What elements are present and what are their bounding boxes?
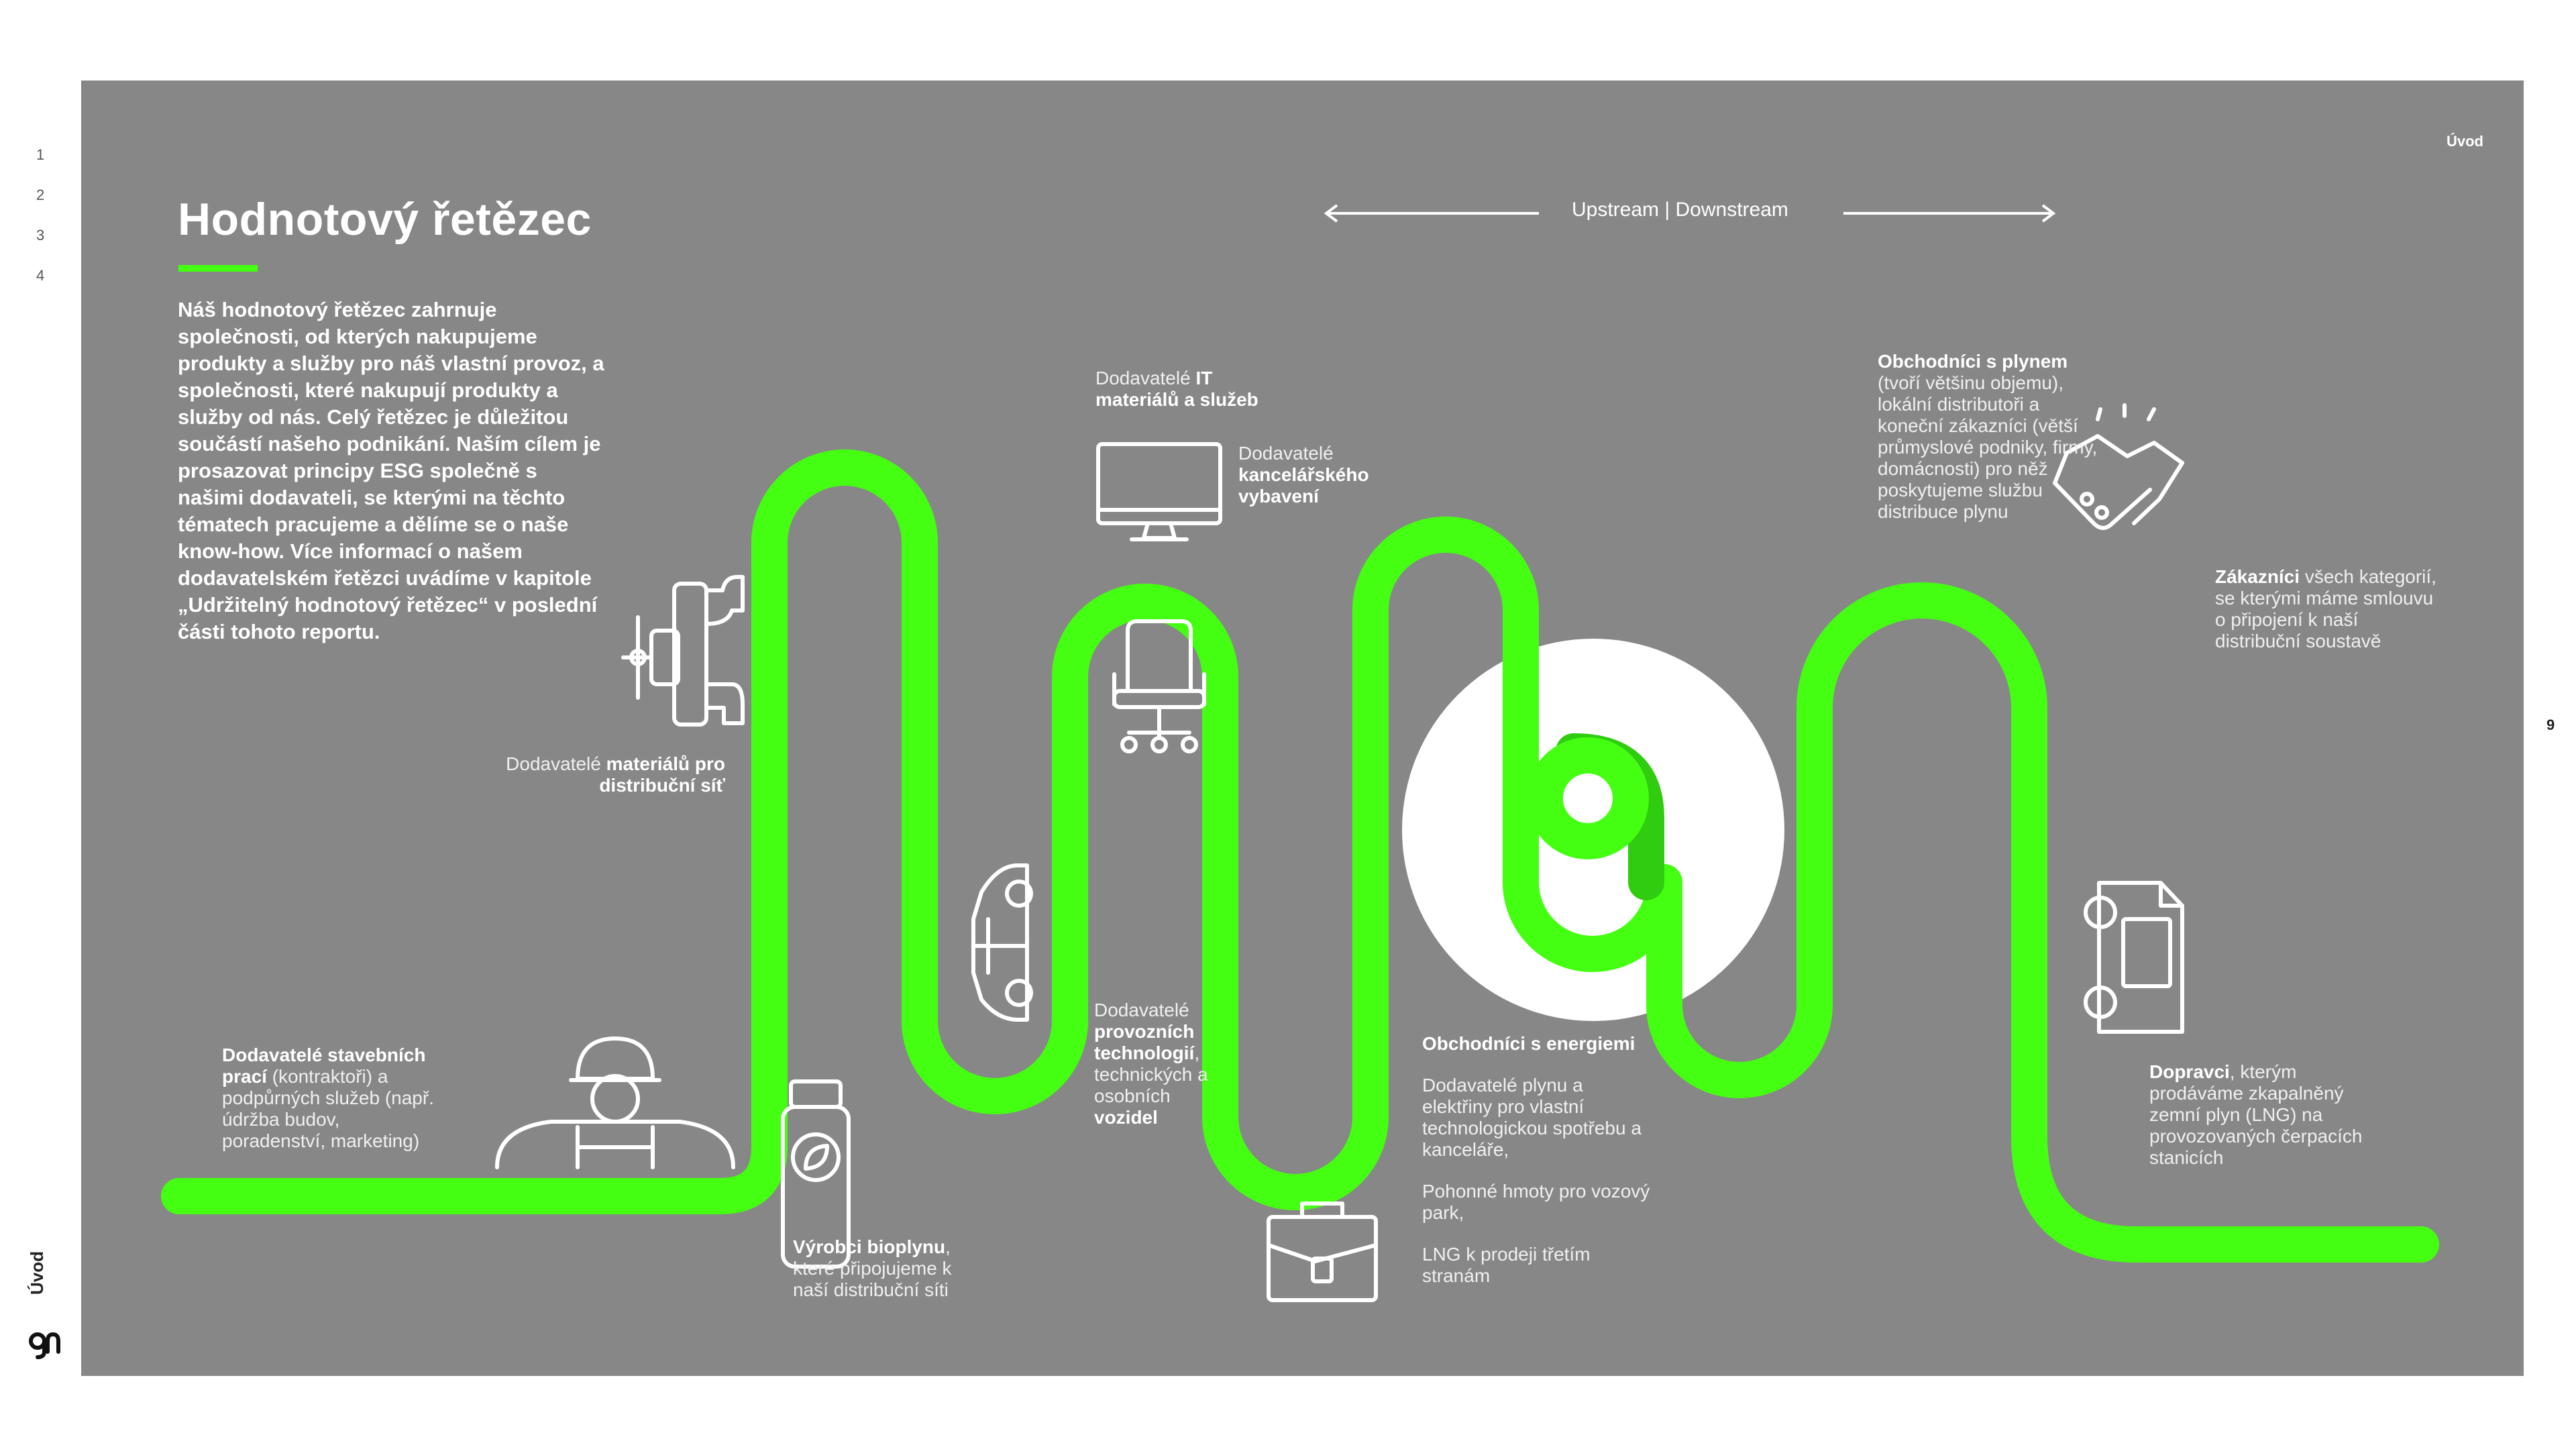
construction-worker-icon	[495, 1036, 735, 1169]
label-gas-traders: Obchodníci s plynem (tvoří většinu objem…	[1878, 351, 2098, 522]
label-biogas-producers: Výrobci bioplynu, které připojujeme k na…	[793, 1236, 952, 1300]
label-distribution-materials: Dodavatelé materiálů pro distribuční síť	[506, 753, 725, 796]
label-energy-traders: Obchodníci s energiemi Dodavatelé plynu …	[1422, 1033, 1650, 1286]
label-carriers: Dopravci, kterým prodáváme zkapalněný ze…	[2149, 1061, 2363, 1168]
content-panel: Úvod Hodnotový řetězec Náš hodnotový řet…	[81, 81, 2524, 1376]
biogas-cylinder-icon	[781, 1079, 851, 1269]
upstream-arrow	[1324, 204, 1539, 223]
car-icon	[971, 863, 1033, 1022]
nav-page-3[interactable]: 3	[36, 227, 45, 244]
lng-station-icon	[2084, 881, 2184, 1034]
energy-item-2: Pohonné hmoty pro vozový park,	[1422, 1181, 1650, 1223]
office-chair-icon	[1112, 619, 1206, 753]
side-section-label: Úvod	[27, 1251, 47, 1295]
page-number: 9	[2546, 716, 2555, 733]
value-chain-diagram	[161, 204, 2439, 1302]
gasnet-logo-icon	[1527, 733, 1664, 900]
energy-item-3: LNG k prodeji třetím stranám	[1422, 1244, 1591, 1286]
label-office-suppliers: Dodavatelé kancelářského vybavení	[1238, 443, 1369, 507]
downstream-arrow	[1843, 204, 2056, 223]
intro-text: Náš hodnotový řetězec zahrnuje společnos…	[178, 298, 604, 643]
page-title: Hodnotový řetězec	[178, 194, 592, 245]
section-label: Úvod	[2447, 133, 2483, 150]
brand-logo-icon[interactable]	[25, 1325, 60, 1360]
title-rule	[178, 265, 258, 272]
monitor-icon	[1096, 442, 1222, 541]
label-vehicles: Dodavatelé provozních technologií, techn…	[1094, 1000, 1208, 1128]
label-it-suppliers: Dodavatelé IT materiálů a služeb	[1095, 368, 1258, 410]
value-chain-path	[161, 449, 2439, 1263]
nav-page-2[interactable]: 2	[36, 186, 45, 203]
nav-page-1[interactable]: 1	[36, 146, 45, 163]
briefcase-icon	[1267, 1202, 1378, 1302]
nav-page-4[interactable]: 4	[36, 267, 45, 284]
label-customers: Zákazníci všech kategorií, se kterými má…	[2215, 566, 2436, 651]
label-construction: Dodavatelé stavebních prací (kontraktoři…	[222, 1045, 434, 1151]
pipe-valve-icon	[621, 575, 745, 727]
handshake-icon	[2053, 403, 2184, 530]
stream-label: Upstream | Downstream	[1572, 199, 1788, 221]
energy-item-1: Dodavatelé plynu a elektřiny pro vlastní…	[1422, 1075, 1642, 1160]
